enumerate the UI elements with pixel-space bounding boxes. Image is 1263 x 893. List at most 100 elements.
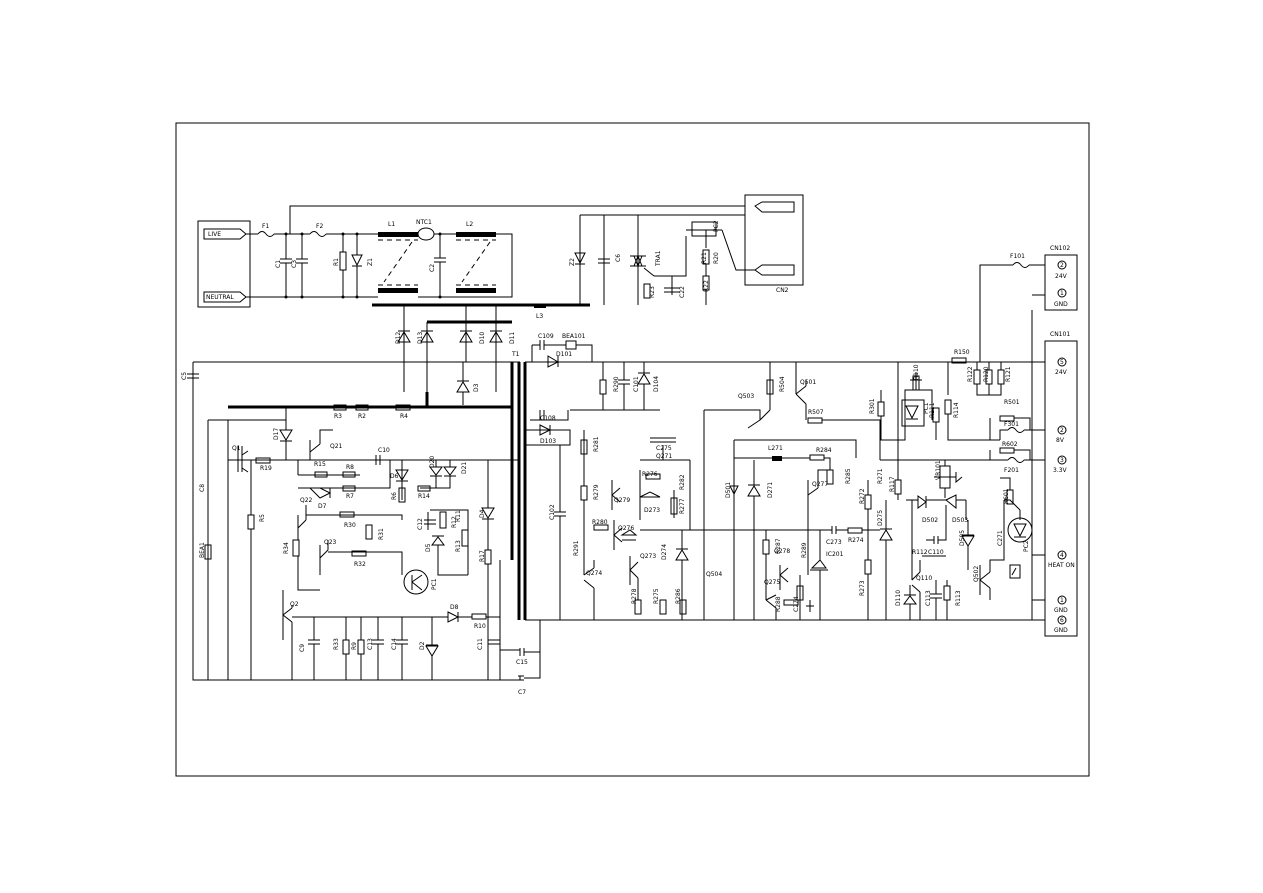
label-r111: R111 bbox=[929, 402, 936, 418]
label-c275: C275 bbox=[656, 445, 672, 452]
label-r280: R280 bbox=[592, 519, 608, 526]
cn101-pin-5-num: 1 bbox=[1060, 597, 1064, 604]
cn102-pin-2-label: GND bbox=[1054, 301, 1068, 308]
label-r120: R120 bbox=[983, 366, 990, 382]
label-r274: R274 bbox=[848, 537, 864, 544]
cn101-connector: CN101 5 24V 2 8V 3 3.3V 4 HEAT ON 1 GND … bbox=[1044, 331, 1078, 637]
label-c14: C14 bbox=[391, 638, 398, 650]
label-d104: D104 bbox=[653, 376, 660, 392]
label-q110: Q110 bbox=[916, 575, 932, 582]
label-r22: R22 bbox=[703, 280, 710, 292]
label-r33: R33 bbox=[333, 638, 340, 650]
label-vr101: VR101 bbox=[935, 460, 942, 480]
label-r20: R20 bbox=[713, 252, 720, 264]
label-d503: D503 bbox=[952, 517, 968, 524]
label-d502: D502 bbox=[922, 517, 938, 524]
label-q2: Q2 bbox=[290, 601, 299, 608]
label-c113: C113 bbox=[925, 590, 932, 606]
label-d4: D4 bbox=[479, 509, 486, 518]
label-r285: R285 bbox=[845, 468, 852, 484]
label-c8: C8 bbox=[199, 484, 206, 492]
label-q278: Q278 bbox=[774, 548, 790, 555]
label-r17: R17 bbox=[479, 550, 486, 562]
label-l1: L1 bbox=[388, 221, 395, 228]
label-r14: R14 bbox=[418, 493, 430, 500]
label-c22: C22 bbox=[679, 286, 686, 298]
primary-drive-circuit bbox=[204, 404, 541, 681]
label-pc2-out: PC2 bbox=[1023, 540, 1030, 552]
ac-input-wiring bbox=[246, 205, 745, 299]
diagram-frame bbox=[175, 122, 1090, 777]
label-r34: R34 bbox=[283, 542, 290, 554]
label-ic201: IC201 bbox=[826, 551, 844, 558]
label-r31: R31 bbox=[378, 528, 385, 540]
label-r30: R30 bbox=[344, 522, 356, 529]
line-filter bbox=[372, 227, 590, 308]
label-d271: D271 bbox=[767, 482, 774, 498]
label-r273: R273 bbox=[859, 580, 866, 596]
label-r5: R5 bbox=[259, 514, 266, 522]
label-d12: D12 bbox=[395, 332, 402, 344]
cn101-pin-4-label: HEAT ON bbox=[1048, 562, 1075, 569]
cn101-pin-1-label: 24V bbox=[1055, 369, 1068, 376]
label-c9: C9 bbox=[299, 644, 306, 652]
label-pc2-heater: PC2 bbox=[713, 220, 720, 232]
label-r13: R13 bbox=[455, 540, 462, 552]
label-c10: C10 bbox=[378, 447, 390, 454]
cn2-label: CN2 bbox=[776, 287, 789, 294]
cn101-pin-4-num: 4 bbox=[1060, 552, 1064, 559]
regulator-3v3 bbox=[703, 362, 1000, 620]
label-f1: F1 bbox=[262, 223, 269, 230]
label-r3: R3 bbox=[334, 413, 342, 420]
label-r15: R15 bbox=[314, 461, 326, 468]
neutral-label: NEUTRAL bbox=[206, 294, 234, 301]
label-r113: R113 bbox=[955, 590, 962, 606]
label-r4: R4 bbox=[400, 413, 408, 420]
label-d273: D273 bbox=[644, 507, 660, 514]
label-l2: L2 bbox=[466, 221, 473, 228]
label-q274: Q274 bbox=[586, 570, 602, 577]
label-z2: Z2 bbox=[569, 258, 576, 266]
label-q1: Q1 bbox=[232, 445, 241, 452]
label-d10: D10 bbox=[479, 332, 486, 344]
label-r10: R10 bbox=[474, 623, 486, 630]
cn101-pin-1-num: 5 bbox=[1060, 359, 1064, 366]
label-c274: C274 bbox=[793, 596, 800, 612]
label-r2: R2 bbox=[358, 413, 366, 420]
cn102-connector: CN102 2 24V 1 GND bbox=[1044, 245, 1078, 311]
label-r287: R287 bbox=[775, 538, 782, 554]
label-q23: Q23 bbox=[324, 539, 337, 546]
label-c1: C1 bbox=[275, 260, 282, 268]
label-r23: R23 bbox=[649, 286, 656, 298]
label-q273: Q273 bbox=[640, 553, 656, 560]
label-r21: R21 bbox=[701, 252, 708, 264]
label-c7: C7 bbox=[518, 689, 526, 696]
label-r277: R277 bbox=[679, 498, 686, 514]
label-bea1: BEA1 bbox=[199, 542, 206, 558]
label-c271: C271 bbox=[997, 530, 1004, 546]
label-l3: L3 bbox=[536, 313, 543, 320]
label-r290: R290 bbox=[613, 376, 620, 392]
label-bea101: BEA101 bbox=[562, 333, 586, 340]
cn102-title: CN102 bbox=[1050, 245, 1070, 252]
label-r282: R282 bbox=[679, 474, 686, 490]
label-ntc1: NTC1 bbox=[416, 219, 432, 226]
label-d20: D20 bbox=[429, 456, 436, 468]
label-d21: D21 bbox=[461, 462, 468, 474]
label-c11: C11 bbox=[477, 638, 484, 650]
label-d2: D2 bbox=[419, 641, 426, 650]
cn101-pin-6-label: GND bbox=[1054, 627, 1068, 634]
label-q22: Q22 bbox=[300, 497, 313, 504]
label-r271: R271 bbox=[877, 468, 884, 484]
label-c6: C6 bbox=[615, 254, 622, 262]
cn101-pin-3-label: 3.3V bbox=[1053, 467, 1068, 474]
input-connector: LIVE NEUTRAL bbox=[197, 220, 251, 308]
cn102-pin-1-num: 2 bbox=[1060, 262, 1064, 269]
label-r19: R19 bbox=[260, 465, 272, 472]
label-pc1: PC1 bbox=[431, 578, 438, 590]
cn101-pin-3-num: 3 bbox=[1060, 457, 1064, 464]
label-q504: Q504 bbox=[706, 571, 722, 578]
label-d13: D13 bbox=[417, 332, 424, 344]
label-f2: F2 bbox=[316, 223, 323, 230]
